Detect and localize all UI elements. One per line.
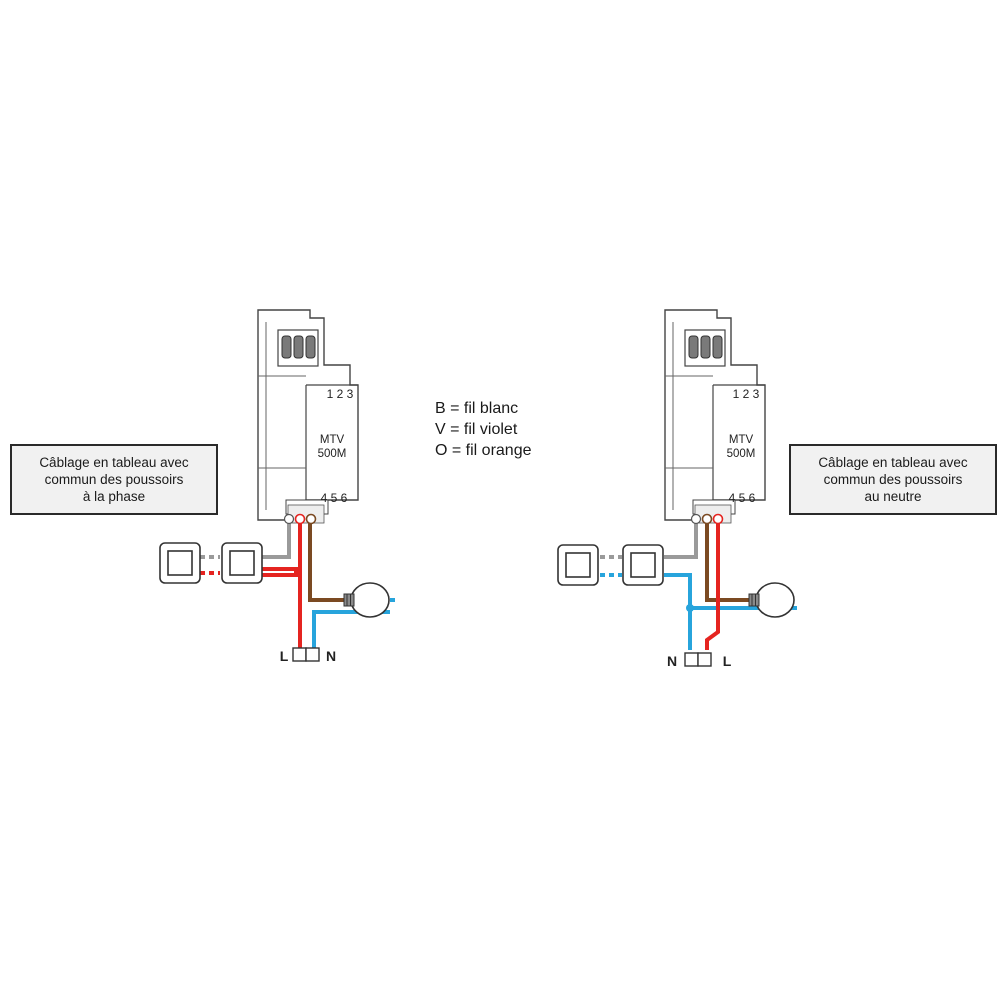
left-caption-line: commun des poussoirs [44, 472, 184, 487]
left-lamp-wire [308, 520, 345, 602]
left-push-button-1 [159, 542, 201, 584]
right-terminal-screw [701, 513, 713, 525]
right-neutral-wire [664, 573, 692, 650]
right-caption-line: commun des poussoirs [823, 472, 963, 487]
left-caption-line: Câblage en tableau avec [39, 455, 189, 470]
left-supply-label-left: L [280, 648, 289, 664]
left-push-button-2 [221, 542, 263, 584]
right-module-ref: 500M [727, 448, 756, 460]
right-phase-wire [705, 520, 720, 650]
right-supply-label-right: L [723, 653, 732, 669]
right-bulb-icon [748, 582, 795, 618]
left-wiring: 1 2 3 MTV 500M 4 5 6 L N [159, 309, 395, 664]
left-supply-terminal [305, 647, 320, 662]
right-caption-line: au neutre [864, 489, 922, 504]
wire-color-legend: B = fil blanc V = fil violet O = fil ora… [435, 398, 532, 461]
right-supply-terminal [697, 652, 712, 667]
left-terminal-screw [305, 513, 317, 525]
right-control-wire [664, 520, 698, 559]
right-supply-label-left: N [667, 653, 677, 669]
legend-item: O = fil orange [435, 442, 532, 459]
left-caption-line: à la phase [82, 489, 146, 504]
right-push-button-2 [622, 544, 664, 586]
left-module-ref: 500M [318, 448, 347, 460]
right-lamp-wire [705, 520, 750, 602]
left-phase-common-wire [262, 567, 298, 577]
legend-item: B = fil blanc [435, 400, 519, 417]
left-terminal-screw [283, 513, 295, 525]
right-neutral-junction [686, 604, 694, 612]
right-terminal-screw [690, 513, 702, 525]
right-caption-box: Câblage en tableau avec commun des pouss… [789, 444, 997, 515]
left-bottom-terminals: 4 5 6 [321, 491, 348, 505]
left-module-model: MTV [320, 434, 345, 446]
right-wiring: 1 2 3 MTV 500M 4 5 6 N L [557, 309, 797, 669]
right-supply-terminal [684, 652, 699, 667]
legend-item: V = fil violet [435, 421, 518, 438]
right-push-button-1 [557, 544, 599, 586]
left-caption-box: Câblage en tableau avec commun des pouss… [10, 444, 218, 515]
left-supply-label-right: N [326, 648, 336, 664]
left-supply-terminal [292, 647, 307, 662]
right-terminal-screw [712, 513, 724, 525]
right-module-model: MTV [729, 434, 754, 446]
right-top-terminals: 1 2 3 [733, 387, 760, 401]
left-top-terminals: 1 2 3 [327, 387, 354, 401]
right-bottom-terminals: 4 5 6 [729, 491, 756, 505]
right-caption-line: Câblage en tableau avec [818, 455, 968, 470]
left-control-wire [262, 520, 291, 559]
left-terminal-screw [294, 513, 306, 525]
